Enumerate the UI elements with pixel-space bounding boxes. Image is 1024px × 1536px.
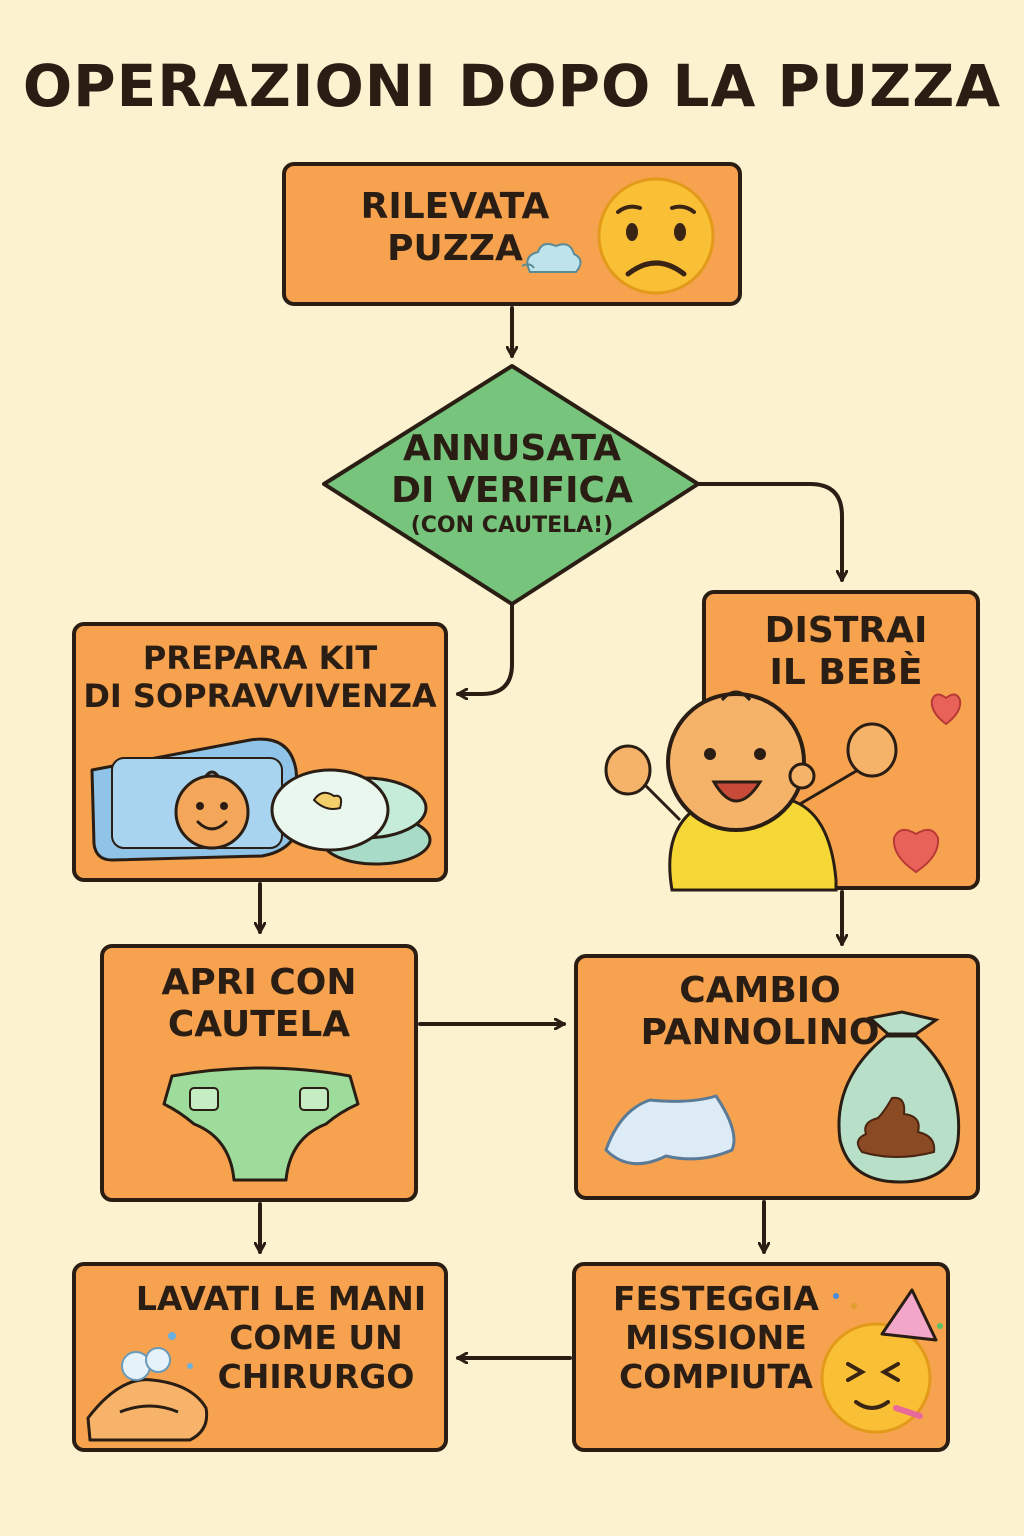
poop-bag-icon <box>837 1010 961 1184</box>
festeggia-line2: MISSIONE <box>625 1317 807 1357</box>
node-annusata-label: ANNUSATA DI VERIFICA (CON CAUTELA!) <box>362 428 662 539</box>
node-distrai-label: DISTRAI IL BEBÈ <box>736 610 956 695</box>
node-lavati-label: LAVATI LE MANI COME UN CHIRURGO <box>118 1279 444 1397</box>
stink-cloud-icon <box>521 243 582 273</box>
lavati-line3: CHIRURGO <box>217 1356 415 1396</box>
arrow-annusata-to-distrai <box>696 482 842 582</box>
page-title: OPERAZIONI DOPO LA PUZZA <box>22 52 1002 120</box>
prepara-line1: PREPARA KIT <box>142 639 378 677</box>
washing-hands-icon <box>86 1332 209 1442</box>
festeggia-line1: FESTEGGIA <box>613 1279 819 1318</box>
lavati-line1: LAVATI LE MANI <box>135 1279 427 1318</box>
worried-face-icon <box>597 177 715 295</box>
rilevata-line1: RILEVATA <box>360 186 550 227</box>
wipes-pack-icon <box>90 737 302 862</box>
cambio-line1: CAMBIO <box>679 970 841 1011</box>
apri-line2: CAUTELA <box>167 1004 351 1046</box>
annusata-line3: (CON CAUTELA!) <box>410 512 614 538</box>
diaper-icon <box>270 768 432 866</box>
waving-baby-icon <box>604 690 898 892</box>
prepara-line2: DI SOPRAVVIVENZA <box>83 676 437 715</box>
lavati-line2: COME UN <box>229 1317 403 1357</box>
node-apri-label: APRI CON CAUTELA <box>104 962 414 1047</box>
node-rilevata-label: RILEVATA PUZZA <box>330 186 580 271</box>
apri-line1: APRI CON <box>161 962 357 1003</box>
party-face-icon <box>820 1288 943 1434</box>
arrow-annusata-to-prepara <box>456 602 514 694</box>
festeggia-line3: COMPIUTA <box>619 1356 813 1396</box>
annusata-line1: ANNUSATA <box>403 428 621 469</box>
diaper-icon <box>162 1066 360 1182</box>
annusata-line2: DI VERIFICA <box>391 470 633 512</box>
node-prepara-label: PREPARA KIT DI SOPRAVVIVENZA <box>76 639 444 716</box>
node-annusata-decision <box>322 364 700 606</box>
distrai-line1: DISTRAI <box>764 610 928 651</box>
heart-icon <box>892 693 962 874</box>
cambio-line2: PANNOLINO <box>640 1012 880 1054</box>
distrai-line2: IL BEBÈ <box>769 652 923 694</box>
node-cambio-label: CAMBIO PANNOLINO <box>600 970 920 1055</box>
tissue-icon <box>604 1094 736 1166</box>
node-festeggia-label: FESTEGGIA MISSIONE COMPIUTA <box>598 1279 834 1397</box>
rilevata-line2: PUZZA <box>387 228 523 270</box>
